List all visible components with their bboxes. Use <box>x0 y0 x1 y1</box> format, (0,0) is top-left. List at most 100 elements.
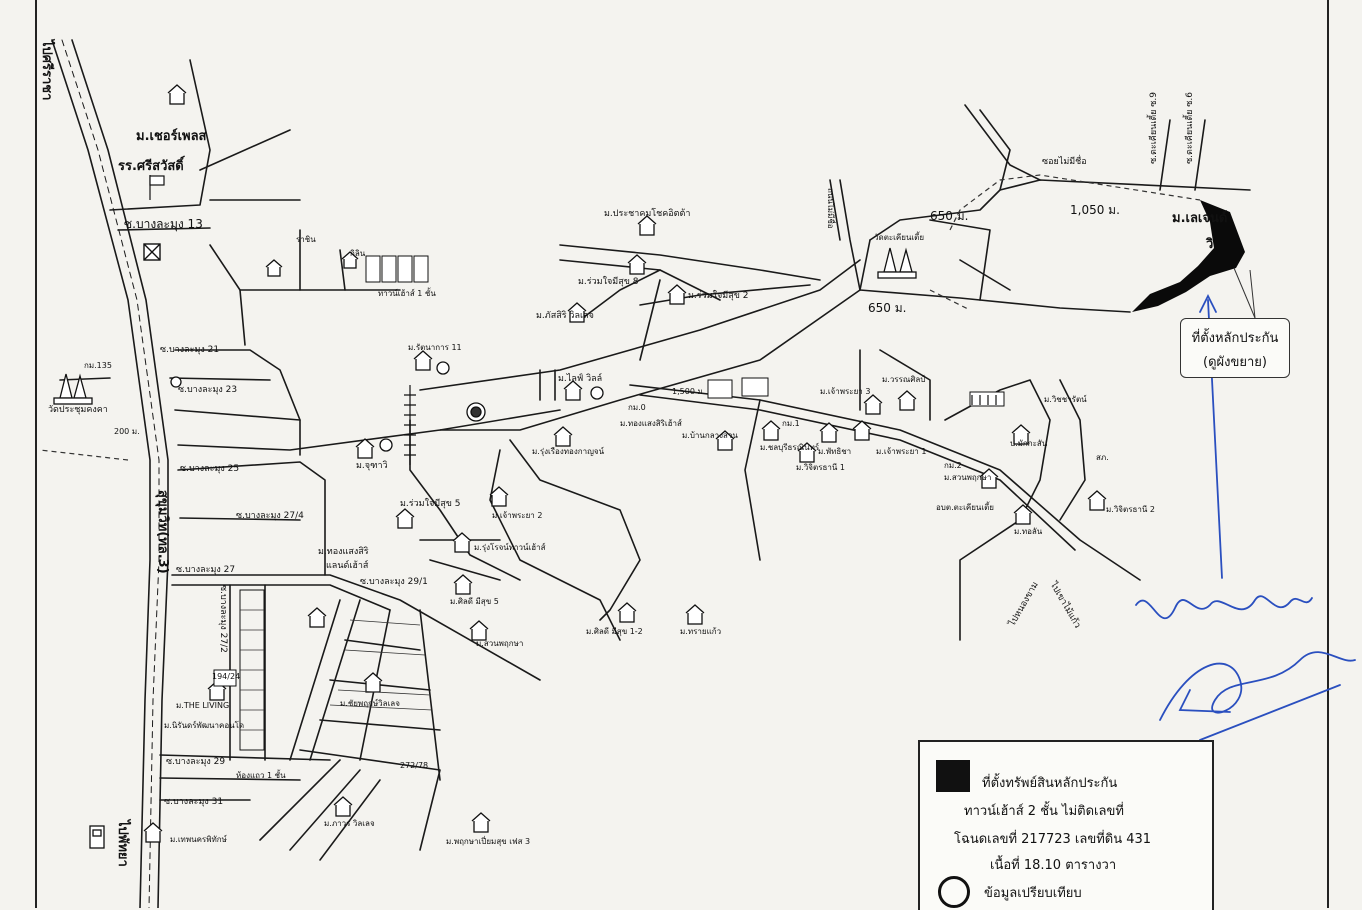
place-label: ม.ร่วมใจมีสุข 5 <box>400 499 461 509</box>
house-icons <box>143 84 1107 843</box>
place-label: ม.THE LIVING <box>176 701 230 710</box>
map-legend: ที่ตั้งทรัพย์สินหลักประกัน ทาวน์เฮ้าส์ 2… <box>918 740 1214 910</box>
house-icon <box>265 259 283 277</box>
road-label: ซอยไม่มีชื่อ <box>1042 157 1087 167</box>
house-icon <box>627 254 647 275</box>
place-label: ม.วิจิตรธานี 2 <box>1106 505 1155 514</box>
road-label: ถนนไม่มีชื่อ <box>826 188 835 229</box>
km-label: กม.2 <box>944 461 962 470</box>
house-icon <box>469 620 489 641</box>
house-icon <box>797 442 817 463</box>
legend-compare: ข้อมูลเปรียบเทียบ <box>984 886 1082 901</box>
place-label: ม.ร่วมใจมีสุข 8 <box>578 277 639 287</box>
place-label: สภ. <box>1096 453 1109 462</box>
place-label: วิ <box>1206 237 1214 252</box>
soi-label: ซ.บางละมุง 27/4 <box>236 511 304 521</box>
house-icon <box>453 574 473 595</box>
soi-label: ซ.บางละมุง 29 <box>166 757 226 767</box>
house-icon <box>667 284 687 305</box>
soi-label: ซ.บางละมุง 13 <box>124 217 203 231</box>
house-icon <box>167 84 187 105</box>
place-label: ม.เลเจนด์ <box>1172 211 1228 226</box>
house-icon <box>143 822 163 843</box>
place-label: ม.ชัยพฤกษ์วิลเลจ <box>340 699 400 708</box>
highway-label: สุขุมวิท(ทล.3) <box>155 490 170 574</box>
gas-station-icon <box>89 825 105 849</box>
place-label: ม.รุ่งเรืองทองกาญจน์ <box>532 447 605 456</box>
house-icon <box>567 302 587 323</box>
place-label: ม.ร่วมใจมีสุข 2 <box>688 291 749 301</box>
soi-label: ซ.บางละมุง 31 <box>164 797 224 807</box>
house-icon <box>819 422 839 443</box>
place-label: ราชิน <box>296 235 316 244</box>
house-icon <box>452 532 472 553</box>
collateral-marker <box>1132 200 1245 312</box>
highway-left <box>51 39 151 908</box>
place-label: ม.ทองแสงสิริ <box>318 547 369 557</box>
place-label: ม.พฤกษาเปี่ยมสุข เฟส 3 <box>446 837 531 846</box>
house-icon <box>363 672 383 693</box>
place-label: ป.มักกะสัน <box>1010 439 1048 448</box>
place-label: ม.เจ้าพระยา 2 <box>492 511 543 520</box>
place-label: ม.ภัสสิริ วิลเลจ <box>536 311 594 321</box>
house-icon <box>1013 504 1033 525</box>
house-icon <box>761 420 781 441</box>
place-label: ม.วรรณศิลป์ <box>882 375 926 384</box>
legend-collateral-swatch <box>936 760 970 792</box>
place-label: ม.ศิลดี มีสุข 1-2 <box>586 627 643 636</box>
compare-marker <box>590 386 604 400</box>
house-icon <box>333 796 353 817</box>
house-icon <box>341 251 359 269</box>
place-label: ห้องแถว 1 ชั้น <box>236 771 286 780</box>
temple-icon <box>53 373 93 405</box>
lot-number: 194/24 <box>212 672 241 681</box>
place-label: ทาวน์เฮ้าส์ 1 ชั้น <box>378 289 436 298</box>
distance-label: 200 ม. <box>114 427 140 436</box>
callout-subtitle: (ดูผังขยาย) <box>1203 355 1267 370</box>
place-label: ม.เทพนครพิทักษ์ <box>170 835 227 844</box>
cross-box-icon <box>143 243 161 261</box>
legend-deed: โฉนดเลขที่ 217723 เลขที่ดิน 431 <box>954 832 1152 847</box>
house-icon <box>715 430 735 451</box>
house-icon <box>852 420 872 441</box>
school-label: รร.ศรีสวัสดิ์ <box>118 159 184 174</box>
soi-label: ซ.บางละมุง 29/1 <box>360 577 428 587</box>
townhouse-rows <box>213 255 1005 751</box>
soi-label: ซ.บางละมุง 27/2 <box>218 585 228 653</box>
house-icon <box>489 486 509 507</box>
house-icon <box>617 602 637 623</box>
flag-icon <box>149 175 165 200</box>
place-label: วัดตะเคียนเตี้ย <box>874 233 925 242</box>
distance-label: 650 ม. <box>868 301 907 315</box>
place-label: ม.จุฑาวิ <box>356 461 388 471</box>
house-icon <box>413 350 433 371</box>
soi-label: ซ.บางละมุง 25 <box>180 464 240 474</box>
place-label: ม.วิชชารัตน์ <box>1044 395 1087 404</box>
soi-label: ซ.บางละมุง 21 <box>160 345 220 355</box>
house-icon <box>471 812 491 833</box>
distance-label: 1,050 ม. <box>1070 203 1120 217</box>
house-icon <box>897 390 917 411</box>
place-label: วัดประชุมคงคา <box>48 405 108 415</box>
place-label: ม.ทรายแก้ว <box>680 627 722 636</box>
distance-label: 1,500 ม. <box>672 387 706 396</box>
place-label: ม.ทอลัน <box>1014 527 1043 536</box>
place-label: แลนด์เฮ้าส์ <box>326 561 369 571</box>
highway-right <box>71 39 169 908</box>
temple-icon <box>877 247 917 279</box>
legend-title: ที่ตั้งทรัพย์สินหลักประกัน <box>982 776 1118 791</box>
house-icon <box>1011 424 1031 445</box>
place-label: ม.สวนพฤกษา <box>476 639 524 648</box>
to-pattaya-label: ไปพัทยา <box>115 820 130 867</box>
house-icon <box>563 380 583 401</box>
house-icon <box>637 215 657 236</box>
place-label: ม.บ้านกลางสวน <box>682 431 738 440</box>
compare-marker <box>436 361 450 375</box>
soi-label: ซ.บางละมุง 27 <box>176 565 236 575</box>
house-icon <box>355 438 375 459</box>
soi-label: ซ.บางละมุง 23 <box>178 385 238 395</box>
place-label: ม.ประชาคมโชคอิตต้า <box>604 209 691 219</box>
legend-compare-circle <box>938 876 970 908</box>
to-sriracha-label: ไปศรีราชา <box>39 40 54 101</box>
